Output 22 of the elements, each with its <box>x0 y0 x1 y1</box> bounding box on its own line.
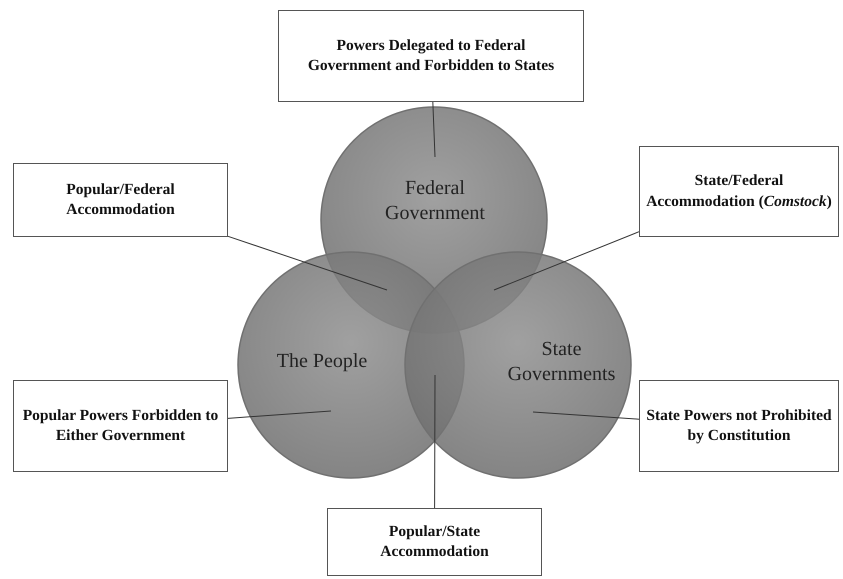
circle-label: Federal Government <box>384 176 486 226</box>
callout-box <box>639 380 839 472</box>
leader-line <box>228 236 388 290</box>
callout-text: Popular/Federal Accommodation <box>65 180 176 220</box>
leader-line <box>432 102 436 158</box>
callout-text: Popular/State Accommodation <box>379 522 490 562</box>
callout-text: State/Federal Accommodation (Comstock) <box>646 171 832 212</box>
leader-line <box>494 231 640 290</box>
callout-box <box>278 10 584 102</box>
callout-text: Powers Delegated to Federal Government and Forbidden to States <box>306 36 556 76</box>
leader-line <box>434 374 436 508</box>
callout-box <box>13 163 228 237</box>
leader-line <box>228 410 332 419</box>
leader-line <box>532 412 640 420</box>
circle-label: State Governments <box>506 337 616 387</box>
callout-text: State Powers not Prohibited by Constitution <box>646 406 832 446</box>
callout-box <box>13 380 228 472</box>
circle-label: The People <box>276 349 368 374</box>
callout-text: Popular Powers Forbidden to Either Government <box>22 406 220 446</box>
callout-box <box>639 146 839 237</box>
callout-box <box>327 508 542 576</box>
venn-circle <box>404 251 632 479</box>
